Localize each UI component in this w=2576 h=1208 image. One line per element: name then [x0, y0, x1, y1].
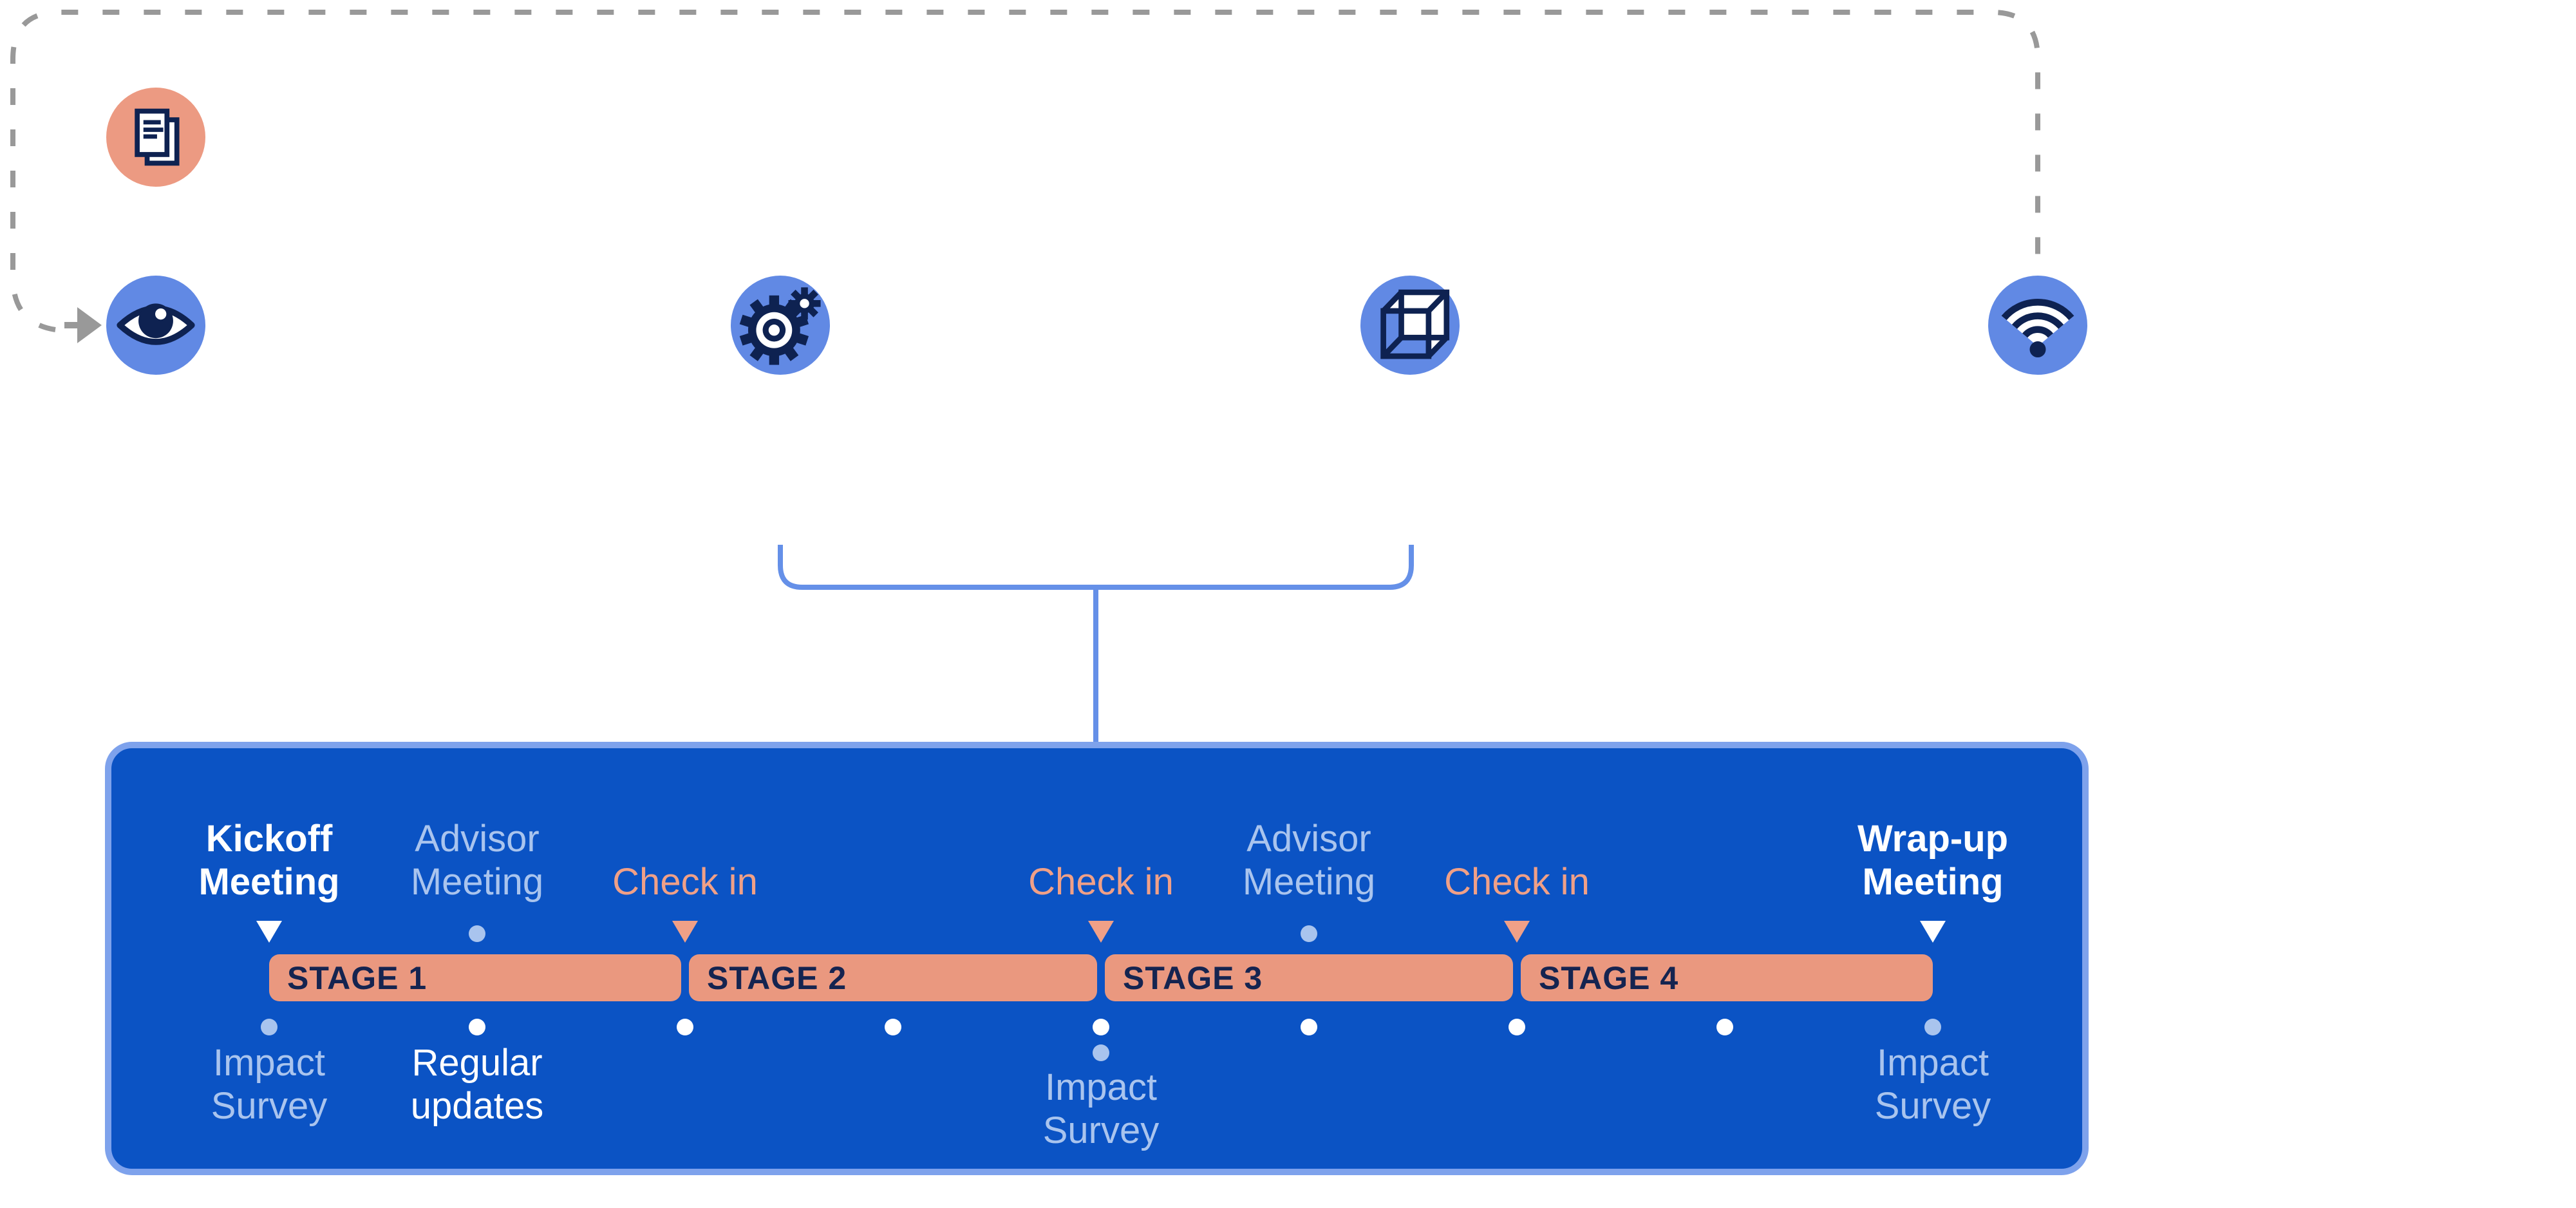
event-label-above: Check in: [612, 861, 758, 903]
dot-marker-below: [469, 1019, 485, 1035]
triangle-salmon-marker: [1088, 921, 1114, 943]
triangle-salmon-marker: [1504, 921, 1530, 943]
dot-marker-below: [1093, 1019, 1109, 1035]
dot-marker-below: [261, 1019, 277, 1035]
eye-icon: [117, 303, 195, 345]
event-label-above: Wrap-up Meeting: [1857, 818, 2009, 903]
event-label-above: Check in: [1444, 861, 1590, 903]
event-label-below: Impact Survey: [211, 1042, 328, 1127]
wifi-icon: [2001, 299, 2074, 358]
timeline-box: STAGE 1 STAGE 2 STAGE 3 STAGE 4 Kickoff Meet…: [105, 742, 2089, 1175]
dot-marker-below: [1509, 1019, 1525, 1035]
stage-label-1: STAGE 1: [287, 959, 428, 996]
triangle-white-marker: [1920, 921, 1946, 943]
event-label-above: Advisor Meeting: [1242, 818, 1376, 903]
stage-label-4: STAGE 4: [1539, 959, 1679, 996]
dot-marker-below: [1716, 1019, 1733, 1035]
eye-circle: [106, 276, 205, 375]
document-circle: [106, 88, 205, 187]
dot-marker-below: [1924, 1019, 1941, 1035]
bracket-connector: [778, 545, 1414, 590]
stage-segment-3: STAGE 3: [1105, 954, 1513, 1001]
event-label-below: Regular updates: [410, 1042, 544, 1127]
triangle-salmon-marker: [672, 921, 698, 943]
dot-marker-above: [1301, 925, 1317, 942]
wifi-circle: [1988, 276, 2087, 375]
extra-dot-marker: [1093, 1044, 1109, 1061]
stage-segment-2: STAGE 2: [689, 954, 1097, 1001]
event-label-above: Advisor Meeting: [410, 818, 544, 903]
event-label-below: Impact Survey: [1042, 1066, 1160, 1151]
triangle-white-marker: [256, 921, 282, 943]
dot-marker-below: [1301, 1019, 1317, 1035]
stage-segment-1: STAGE 1: [269, 954, 681, 1001]
dot-marker-below: [677, 1019, 693, 1035]
dot-marker-below: [885, 1019, 901, 1035]
gears-icon: [739, 287, 821, 365]
cube-icon: [1380, 289, 1450, 359]
stage-segment-4: STAGE 4: [1521, 954, 1933, 1001]
stage-label-3: STAGE 3: [1123, 959, 1263, 996]
event-label-below: Impact Survey: [1874, 1042, 1991, 1127]
dashed-flow-path: [10, 10, 2040, 332]
cube-circle: [1360, 276, 1460, 375]
arrow-icon: [64, 307, 102, 343]
event-label-above: Kickoff Meeting: [198, 818, 340, 903]
event-label-above: Check in: [1028, 861, 1174, 903]
gears-circle: [731, 276, 830, 375]
document-pages-icon: [135, 108, 180, 166]
dot-marker-above: [469, 925, 485, 942]
stage-label-2: STAGE 2: [707, 959, 847, 996]
